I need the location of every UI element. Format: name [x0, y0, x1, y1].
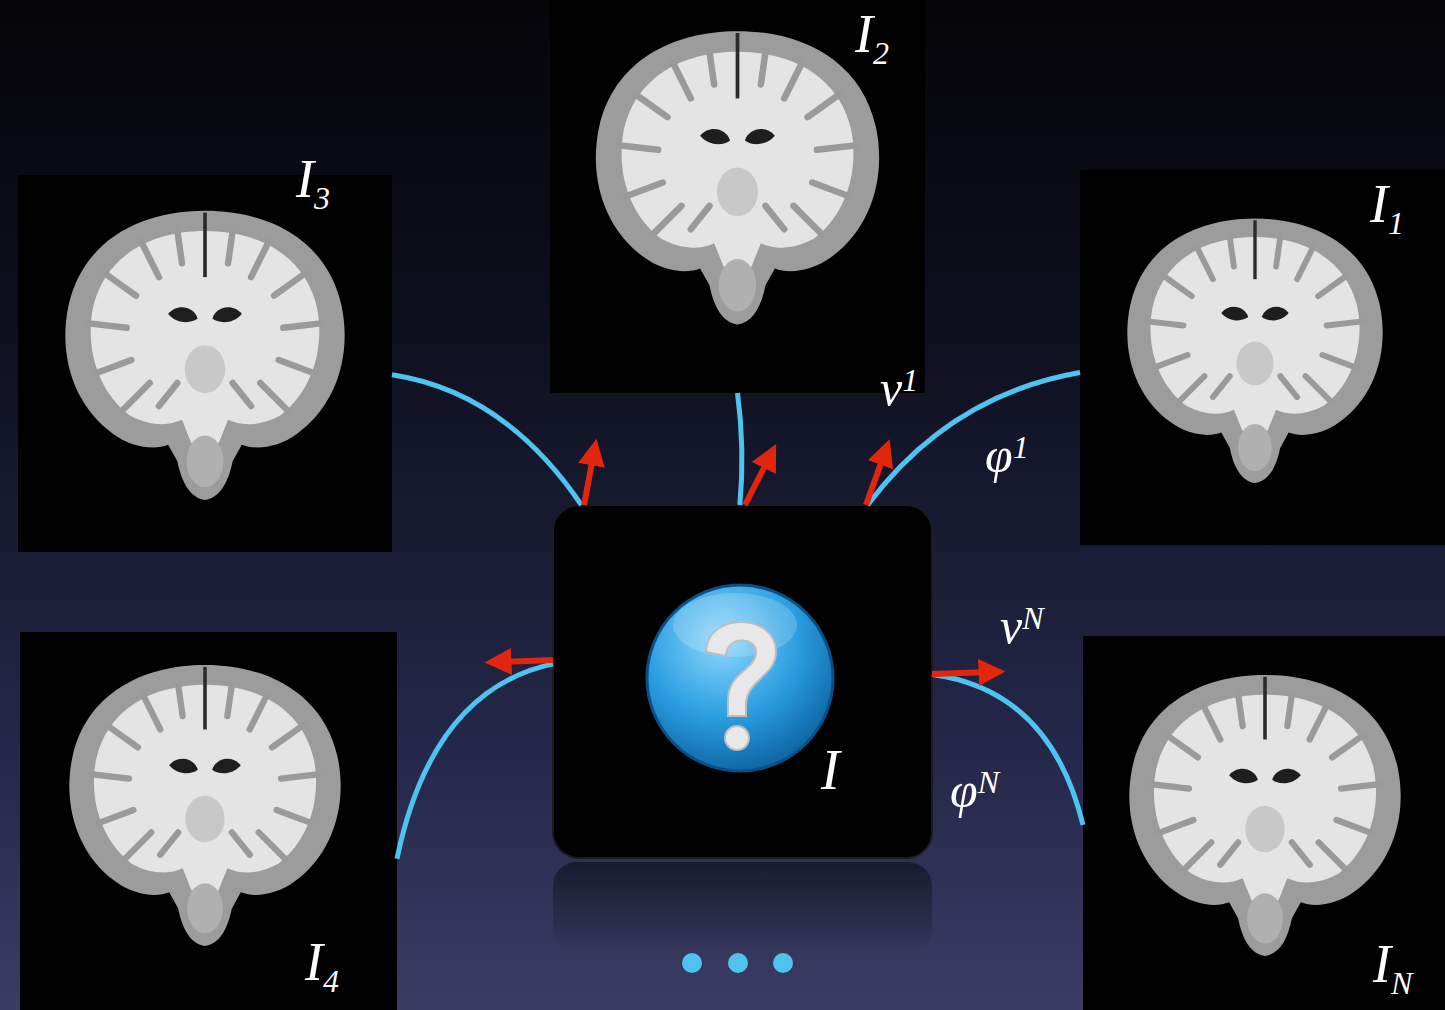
image-panel: I2: [550, 0, 925, 393]
image-label: I: [821, 737, 840, 804]
template-box: I: [553, 505, 932, 858]
image-label: I4: [305, 930, 339, 1000]
geodesic-curve: [738, 393, 742, 505]
image-panel: I1: [1080, 170, 1445, 545]
vector-label: vN: [1000, 596, 1044, 656]
image-panel: I4: [20, 632, 397, 1010]
geodesic-curve: [932, 674, 1083, 824]
geodesic-curve: [392, 375, 581, 505]
geodesic-curve: [397, 664, 553, 859]
vector-label: φN: [950, 760, 999, 820]
image-label: I3: [296, 147, 330, 217]
vector-label: v1: [880, 358, 918, 418]
image-label: I1: [1370, 172, 1404, 242]
image-panel: IN: [1083, 636, 1445, 1010]
vector-label: φ1: [985, 425, 1029, 485]
image-label: IN: [1373, 932, 1412, 1002]
image-panel: I3: [18, 175, 392, 552]
image-label: I2: [855, 2, 889, 72]
